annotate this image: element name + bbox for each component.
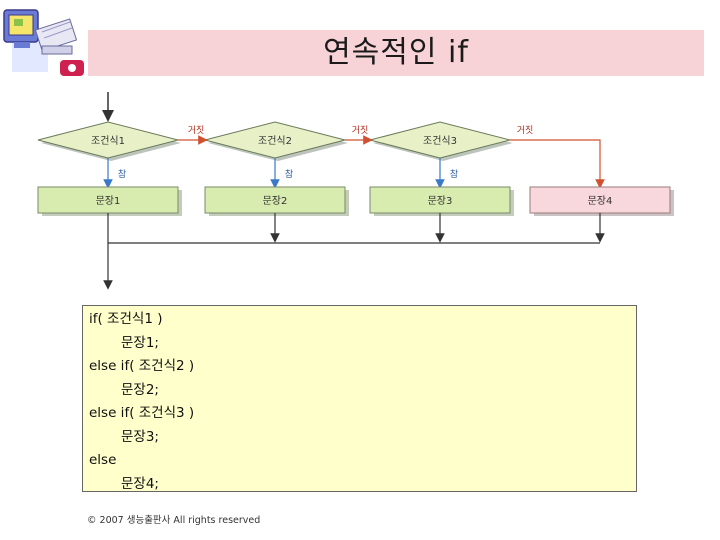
statement-label: 문장3 bbox=[428, 195, 453, 207]
condition-diamond: 조건식3 bbox=[369, 121, 513, 161]
false-label: 거짓 bbox=[188, 125, 205, 136]
code-line: 문장2; bbox=[121, 381, 159, 398]
statement-label: 문장4 bbox=[588, 195, 613, 207]
true-label: 참 bbox=[450, 169, 458, 180]
page-title: 연속적인 if bbox=[323, 35, 469, 70]
condition-diamond: 조건식2 bbox=[204, 121, 348, 161]
code-line: if( 조건식1 ) bbox=[89, 311, 163, 327]
condition-diamond: 조건식1 bbox=[37, 121, 181, 161]
condition-label: 조건식2 bbox=[258, 135, 292, 147]
false-label: 거짓 bbox=[352, 125, 369, 136]
true-label: 참 bbox=[118, 169, 126, 180]
condition-label: 조건식3 bbox=[423, 135, 457, 147]
statement-box: 문장3 bbox=[369, 186, 514, 216]
statement-label: 문장2 bbox=[263, 195, 288, 207]
statement-box: 문장4 bbox=[529, 186, 674, 216]
condition-label: 조건식1 bbox=[91, 135, 125, 147]
code-line: 문장3; bbox=[121, 428, 159, 445]
code-line: 문장1; bbox=[121, 334, 159, 351]
code-line: else if( 조건식3 ) bbox=[89, 405, 195, 421]
statement-box: 문장2 bbox=[204, 186, 349, 216]
code-line: else bbox=[89, 452, 117, 468]
code-line: else if( 조건식2 ) bbox=[89, 358, 195, 374]
code-line: 문장4; bbox=[121, 475, 159, 492]
false-arrow bbox=[510, 139, 605, 189]
copyright-text: © 2007 생능출판사 All rights reserved bbox=[87, 515, 261, 526]
code-box: if( 조건식1 ) 문장1; else if( 조건식2 ) 문장2; els… bbox=[82, 305, 637, 492]
statement-box: 문장1 bbox=[37, 186, 182, 216]
flowchart: 조건식1 조건식2 조건식3 거짓 거짓 거짓 참 참 참 문장1 문장2 문장… bbox=[37, 92, 674, 290]
computer-logo-icon bbox=[2, 2, 92, 80]
statement-label: 문장1 bbox=[96, 195, 121, 207]
false-label: 거짓 bbox=[517, 125, 534, 136]
true-label: 참 bbox=[285, 169, 293, 180]
title-bar: 연속적인 if bbox=[88, 30, 704, 76]
